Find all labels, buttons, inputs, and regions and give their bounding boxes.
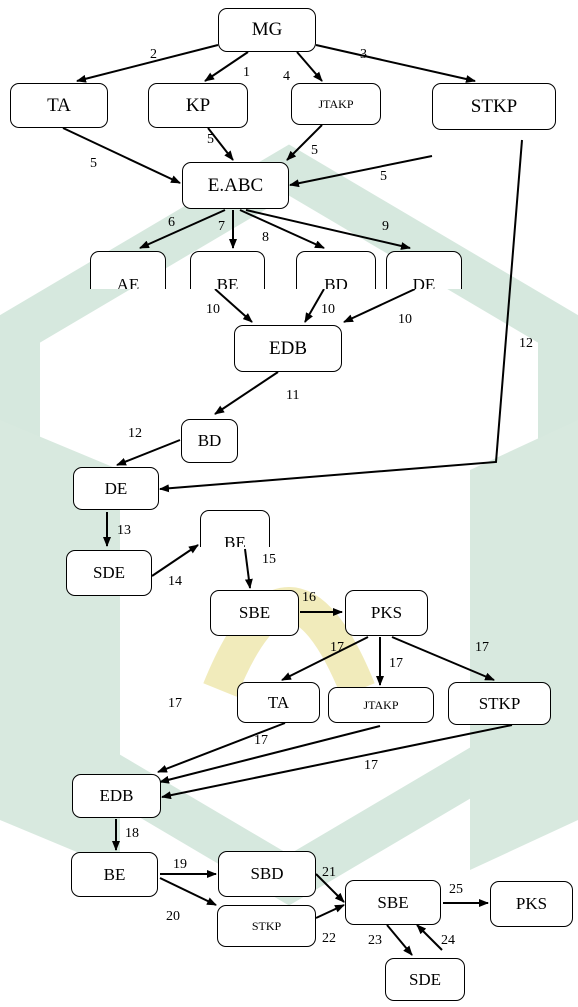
node-bd: BD bbox=[296, 251, 376, 289]
edge-label-16: 16 bbox=[302, 591, 316, 605]
edge-5-ta bbox=[63, 128, 180, 183]
edge-15 bbox=[245, 549, 250, 588]
node-ta-2: TA bbox=[237, 682, 320, 723]
edge-label-5d: 5 bbox=[380, 170, 387, 184]
edge-20 bbox=[160, 878, 216, 905]
node-eabc: E.ABC bbox=[182, 162, 289, 209]
node-jtakp: JTAKP bbox=[291, 83, 381, 125]
edge-label-25: 25 bbox=[449, 883, 463, 897]
edge-label-14: 14 bbox=[168, 575, 182, 589]
node-ta: TA bbox=[10, 83, 108, 128]
edge-label-19: 19 bbox=[173, 858, 187, 872]
node-edb: EDB bbox=[234, 325, 342, 372]
edge-3 bbox=[316, 45, 475, 81]
node-stkp-2: STKP bbox=[448, 682, 551, 725]
edge-22 bbox=[316, 905, 344, 918]
node-sbd: SBD bbox=[218, 851, 316, 897]
edge-label-24: 24 bbox=[441, 934, 455, 948]
node-mg: MG bbox=[218, 8, 316, 52]
node-stkp-3: STKP bbox=[217, 905, 316, 947]
edge-label-5b: 5 bbox=[207, 133, 214, 147]
edge-8 bbox=[240, 210, 324, 248]
edge-label-12a: 12 bbox=[128, 427, 142, 441]
edge-1 bbox=[205, 52, 248, 81]
node-be-2: BE bbox=[200, 510, 270, 547]
edge-12a bbox=[117, 440, 180, 465]
edge-label-17b: 17 bbox=[389, 657, 403, 671]
node-sbe: SBE bbox=[210, 590, 299, 636]
edge-label-17c: 17 bbox=[475, 641, 489, 655]
edge-label-13: 13 bbox=[117, 524, 131, 538]
node-de: DE bbox=[386, 251, 462, 289]
edge-11 bbox=[215, 372, 278, 414]
edge-label-2: 2 bbox=[150, 48, 157, 62]
edge-2 bbox=[77, 45, 218, 81]
edge-23 bbox=[387, 925, 412, 955]
edge-label-6: 6 bbox=[168, 216, 175, 230]
edge-6 bbox=[140, 210, 225, 248]
edge-label-12b: 12 bbox=[519, 337, 533, 351]
node-ae: AE bbox=[90, 251, 166, 289]
edge-5-stkp bbox=[290, 156, 432, 185]
edge-17f bbox=[162, 725, 512, 797]
edge-label-8: 8 bbox=[262, 231, 269, 245]
edge-label-17a: 17 bbox=[330, 641, 344, 655]
edge-label-17f: 17 bbox=[364, 759, 378, 773]
node-edb-2: EDB bbox=[72, 774, 161, 818]
edge-label-5c: 5 bbox=[311, 144, 318, 158]
node-bd-2: BD bbox=[181, 419, 238, 463]
edge-4 bbox=[297, 52, 322, 81]
edge-label-17e: 17 bbox=[254, 734, 268, 748]
edge-label-4: 4 bbox=[283, 70, 290, 84]
node-de-2: DE bbox=[73, 467, 159, 510]
edge-label-10c: 10 bbox=[398, 313, 412, 327]
edge-label-9: 9 bbox=[382, 220, 389, 234]
edge-17e bbox=[160, 726, 380, 782]
node-jtakp-2: JTAKP bbox=[328, 687, 434, 723]
node-sde: SDE bbox=[66, 550, 152, 596]
edge-label-11: 11 bbox=[286, 389, 299, 403]
node-be-3: BE bbox=[71, 852, 158, 897]
edge-label-20: 20 bbox=[166, 910, 180, 924]
edge-label-21: 21 bbox=[322, 866, 336, 880]
node-pks: PKS bbox=[345, 590, 428, 636]
edge-label-3: 3 bbox=[360, 48, 367, 62]
node-sbe-2: SBE bbox=[345, 880, 441, 925]
edge-label-7: 7 bbox=[218, 220, 225, 234]
edge-label-10b: 10 bbox=[321, 303, 335, 317]
node-stkp: STKP bbox=[432, 83, 556, 130]
node-pks-2: PKS bbox=[490, 881, 573, 927]
node-kp: KP bbox=[148, 83, 248, 128]
edge-label-18: 18 bbox=[125, 827, 139, 841]
node-be: BE bbox=[190, 251, 265, 289]
edge-17a bbox=[282, 637, 368, 680]
edge-label-23: 23 bbox=[368, 934, 382, 948]
node-sde-2: SDE bbox=[385, 958, 465, 1001]
edge-14 bbox=[152, 545, 198, 576]
edge-label-15: 15 bbox=[262, 553, 276, 567]
edge-label-22: 22 bbox=[322, 932, 336, 946]
edge-label-17d: 17 bbox=[168, 697, 182, 711]
edge-label-5a: 5 bbox=[90, 157, 97, 171]
edge-10-be bbox=[215, 289, 252, 322]
edge-label-1: 1 bbox=[243, 66, 250, 80]
edge-label-10a: 10 bbox=[206, 303, 220, 317]
edge-24 bbox=[417, 925, 442, 950]
